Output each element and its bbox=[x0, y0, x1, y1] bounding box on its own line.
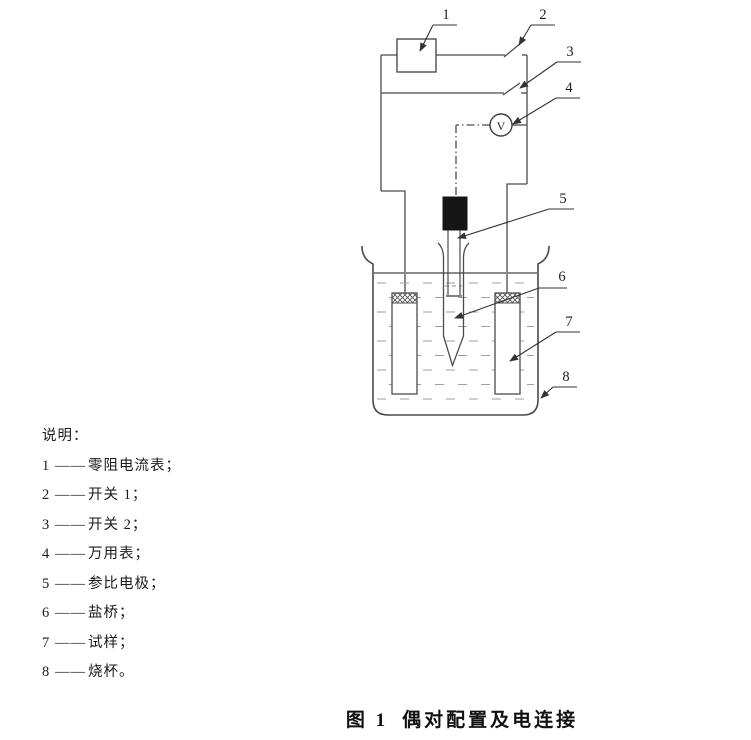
legend-item-dash: —— bbox=[55, 634, 86, 651]
legend-item-number: 6 bbox=[42, 605, 51, 621]
electrode-cap bbox=[442, 196, 468, 231]
specimen-left-hatch bbox=[391, 292, 418, 304]
legend-item-number: 7 bbox=[42, 634, 51, 651]
reference-electrode bbox=[442, 196, 468, 297]
legend-item-label: 万用表； bbox=[88, 546, 150, 562]
legend-item: 8——烧杯。 bbox=[42, 658, 181, 688]
legend-item-number: 1 bbox=[42, 457, 51, 474]
figure-caption-title: 偶对配置及电连接 bbox=[402, 710, 579, 731]
legend-item-label: 开关 1； bbox=[88, 487, 148, 503]
callout-number-7: 7 bbox=[565, 314, 572, 330]
specimen-right bbox=[494, 292, 521, 395]
callout-1-leader bbox=[419, 24, 434, 52]
legend-item-number: 8 bbox=[42, 664, 51, 680]
callout-2-leader bbox=[518, 24, 532, 46]
figure-caption-label: 图 1 bbox=[345, 710, 389, 731]
legend-item-label: 烧杯。 bbox=[88, 664, 135, 680]
callout-6-leader bbox=[454, 287, 540, 319]
callout-number-3: 3 bbox=[566, 44, 573, 60]
callout-leaders bbox=[419, 24, 581, 399]
legend-item-label: 试样； bbox=[88, 634, 135, 651]
circuit-wiring bbox=[380, 42, 528, 293]
legend-item-dash: —— bbox=[55, 457, 86, 474]
legend-item: 3——开关 2； bbox=[42, 511, 181, 541]
switch1-blade bbox=[503, 42, 522, 58]
switch2-blade bbox=[502, 82, 521, 96]
specimen-right-hatch bbox=[494, 292, 521, 304]
voltmeter-letter: V bbox=[497, 119, 506, 133]
legend-item-dash: —— bbox=[55, 605, 86, 621]
callout-5-leader bbox=[457, 208, 550, 239]
callout-number-2: 2 bbox=[539, 7, 546, 23]
callout-4-leader bbox=[512, 97, 557, 125]
ammeter-box bbox=[396, 38, 437, 73]
legend-item-dash: —— bbox=[55, 575, 86, 592]
callout-number-5: 5 bbox=[559, 191, 566, 207]
callout-7-leader bbox=[509, 331, 557, 362]
beaker-outline bbox=[361, 245, 550, 416]
legend-item-dash: —— bbox=[55, 516, 86, 533]
figure-legend: 说明： 1——零阻电流表； 2——开关 1； 3——开关 2； 4——万用表； … bbox=[42, 422, 181, 688]
figure-caption: 图 1 偶对配置及电连接 bbox=[322, 705, 602, 732]
salt-bridge-tube bbox=[437, 242, 470, 368]
legend-item-number: 2 bbox=[42, 487, 51, 503]
legend-item: 2——开关 1； bbox=[42, 481, 181, 511]
legend-item: 1——零阻电流表； bbox=[42, 452, 181, 482]
legend-item: 6——盐桥； bbox=[42, 599, 181, 629]
legend-item: 4——万用表； bbox=[42, 540, 181, 570]
legend-item-number: 4 bbox=[42, 546, 51, 562]
callout-number-4: 4 bbox=[565, 80, 573, 96]
legend-item-dash: —— bbox=[55, 664, 86, 680]
callout-number-6: 6 bbox=[558, 269, 565, 285]
legend-item-number: 3 bbox=[42, 516, 51, 533]
callout-number-1: 1 bbox=[442, 7, 449, 23]
specimen-left bbox=[391, 292, 418, 395]
legend-item-label: 参比电极； bbox=[88, 575, 166, 592]
voltmeter-circle bbox=[489, 113, 513, 137]
legend-item-dash: —— bbox=[55, 546, 86, 562]
legend-item: 5——参比电极； bbox=[42, 570, 181, 600]
wire-right-step bbox=[506, 183, 527, 293]
legend-item-label: 开关 2； bbox=[88, 516, 148, 533]
wire-left-step bbox=[381, 190, 406, 293]
legend-heading: 说明： bbox=[42, 428, 89, 444]
callout-3-leader bbox=[519, 61, 558, 89]
callout-number-8: 8 bbox=[562, 369, 569, 385]
legend-item-label: 零阻电流表； bbox=[88, 457, 181, 474]
legend-item-dash: —— bbox=[55, 487, 86, 503]
legend-item: 7——试样； bbox=[42, 629, 181, 659]
callout-numbers: 1 2 3 4 5 6 7 8 bbox=[442, 7, 573, 385]
legend-item-label: 盐桥； bbox=[88, 605, 135, 621]
legend-item-number: 5 bbox=[42, 575, 51, 592]
callout-8-leader bbox=[540, 386, 554, 399]
voltmeter: V bbox=[489, 113, 513, 137]
